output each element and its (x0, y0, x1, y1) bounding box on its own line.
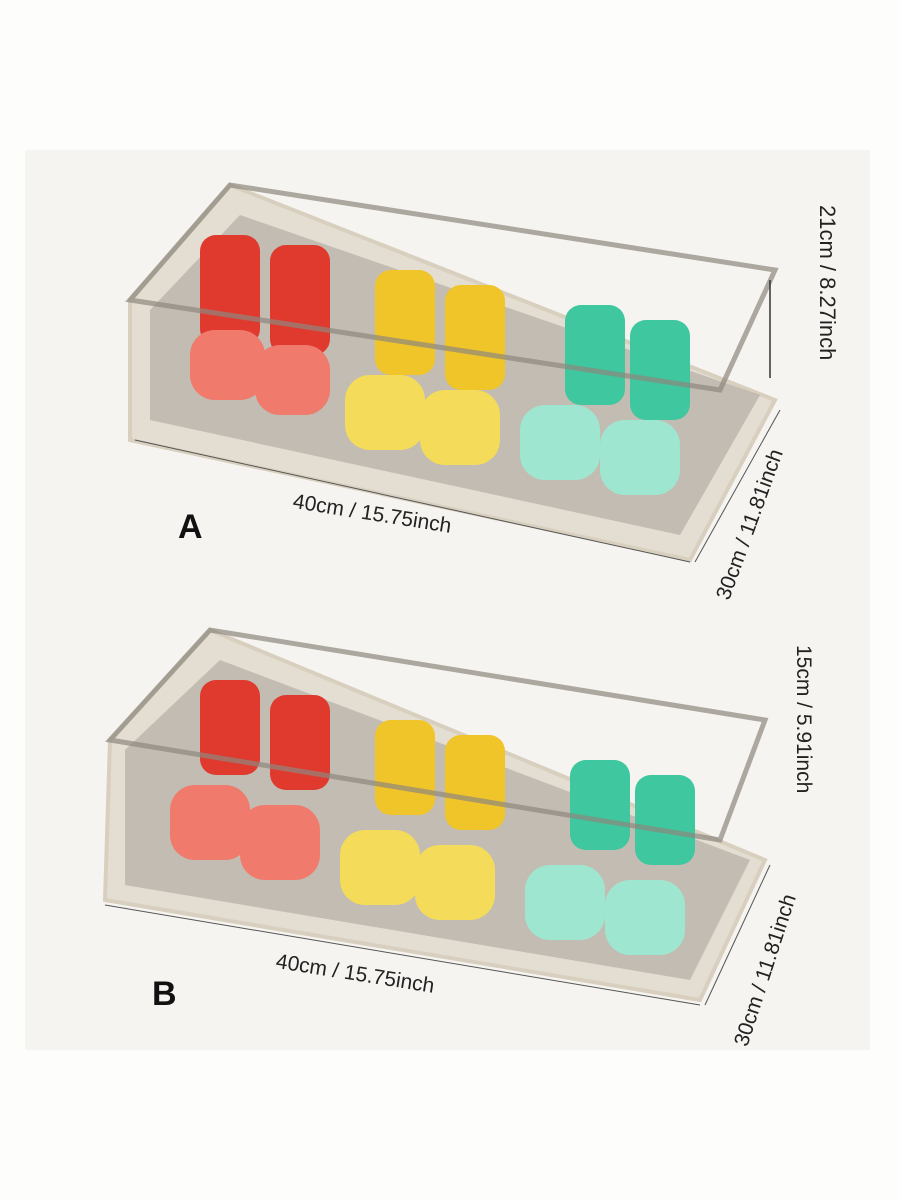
shoes-b (170, 680, 695, 955)
variant-b-label: B (152, 975, 177, 1013)
storage-box-a (125, 182, 781, 563)
variant-a-height: 21cm / 8.27inch (815, 205, 840, 361)
variant-b-height: 15cm / 5.91inch (792, 645, 815, 794)
variant-a-label: A (178, 508, 203, 546)
storage-box-b (102, 627, 771, 1006)
shoes-a (190, 235, 690, 495)
